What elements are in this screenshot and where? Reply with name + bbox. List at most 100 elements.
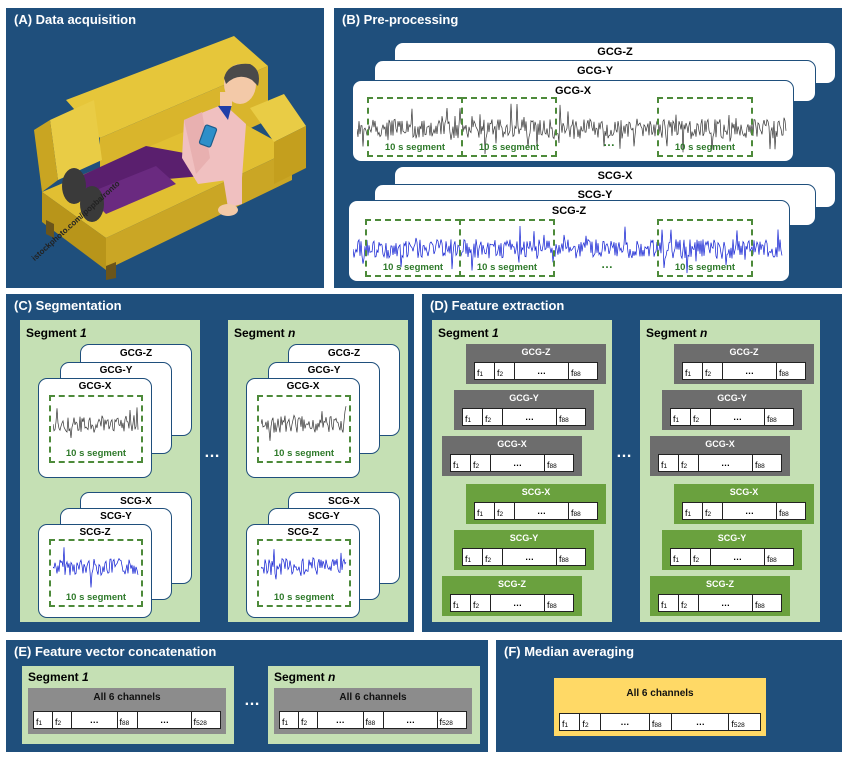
panel-title-f: (F) Median averaging: [504, 644, 635, 659]
scg-z-segment-1: 10 s segment: [365, 219, 461, 277]
segmentation-segment-n: Segment n GCG-Z GCG-Y GCG-X 10 s segment…: [228, 320, 408, 622]
scg-z-signal: [353, 225, 783, 274]
feature-box-title: SCG-Z: [498, 579, 526, 589]
feature-box-title: SCG-Y: [509, 533, 539, 543]
seg1-scg-z-card: SCG-Z 10 s segment: [38, 524, 152, 618]
feature-cell-ellipsis: …: [699, 595, 753, 611]
gcg-x-segment-last: 10 s segment: [657, 97, 753, 157]
scg-z-ellipsis: …: [601, 257, 614, 271]
panel-title-b: (B) Pre-processing: [342, 12, 459, 27]
feature-cell-ellipsis: …: [711, 549, 765, 565]
panel-title-e: (E) Feature vector concatenation: [14, 644, 217, 659]
scg-z-card: SCG-Z 10 s segment 10 s segment 10 s seg…: [348, 200, 790, 282]
feature-cell-ellipsis: …: [723, 363, 777, 379]
feature-box-title: GCG-Y: [717, 393, 747, 403]
feature-cell-ellipsis: …: [711, 409, 765, 425]
panel-data-acquisition: (A) Data acquisition: [6, 8, 324, 288]
gcg-z-label: GCG-Z: [597, 46, 633, 58]
scg-z-label: SCG-Z: [551, 205, 587, 217]
vector-cell-ellipsis-2: …: [672, 714, 730, 730]
feature-cell-ellipsis: …: [515, 503, 569, 519]
scg-z-segment-last: 10 s segment: [657, 219, 753, 277]
feature-box-title: SCG-Y: [717, 533, 747, 543]
seg1-scg-z-segment: 10 s segment: [49, 539, 143, 607]
panel-title-a: (A) Data acquisition: [14, 12, 137, 27]
vector-cell-ellipsis-1: …: [601, 714, 650, 730]
feature-box-title: GCG-Y: [509, 393, 539, 403]
sofa-illustration: [34, 36, 306, 280]
panel-feature-vector-concatenation: (E) Feature vector concatenation Segment…: [6, 640, 488, 752]
seg1-gcg-x-signal: [53, 407, 139, 439]
feature-box-title: GCG-Z: [729, 347, 759, 357]
feature-box-title: SCG-X: [729, 487, 759, 497]
gcg-x-card: GCG-X 10 s segment 10 s segment 10 s seg…: [352, 80, 794, 162]
concat-ellipsis: …: [244, 692, 261, 709]
panel-segmentation: (C) Segmentation Segment 1 GCG-Z GCG-Y G…: [6, 294, 414, 632]
concat-segment-n-heading: Segment n: [274, 670, 336, 684]
vector-cell-ellipsis-2: …: [384, 712, 438, 728]
feature-box-title: GCG-X: [497, 439, 527, 449]
segmentation-ellipsis: …: [204, 444, 221, 461]
segn-gcg-x-card: GCG-X 10 s segment: [246, 378, 360, 478]
gcg-x-segment-1: 10 s segment: [367, 97, 463, 157]
features-segment-1-heading: Segment 1: [438, 326, 499, 340]
segment-1-heading: Segment 1: [26, 326, 87, 340]
gcg-x-segment-2: 10 s segment: [461, 97, 557, 157]
panel-pre-processing: (B) Pre-processing GCG-Z GCG-Y GCG-X 10 …: [334, 8, 842, 288]
